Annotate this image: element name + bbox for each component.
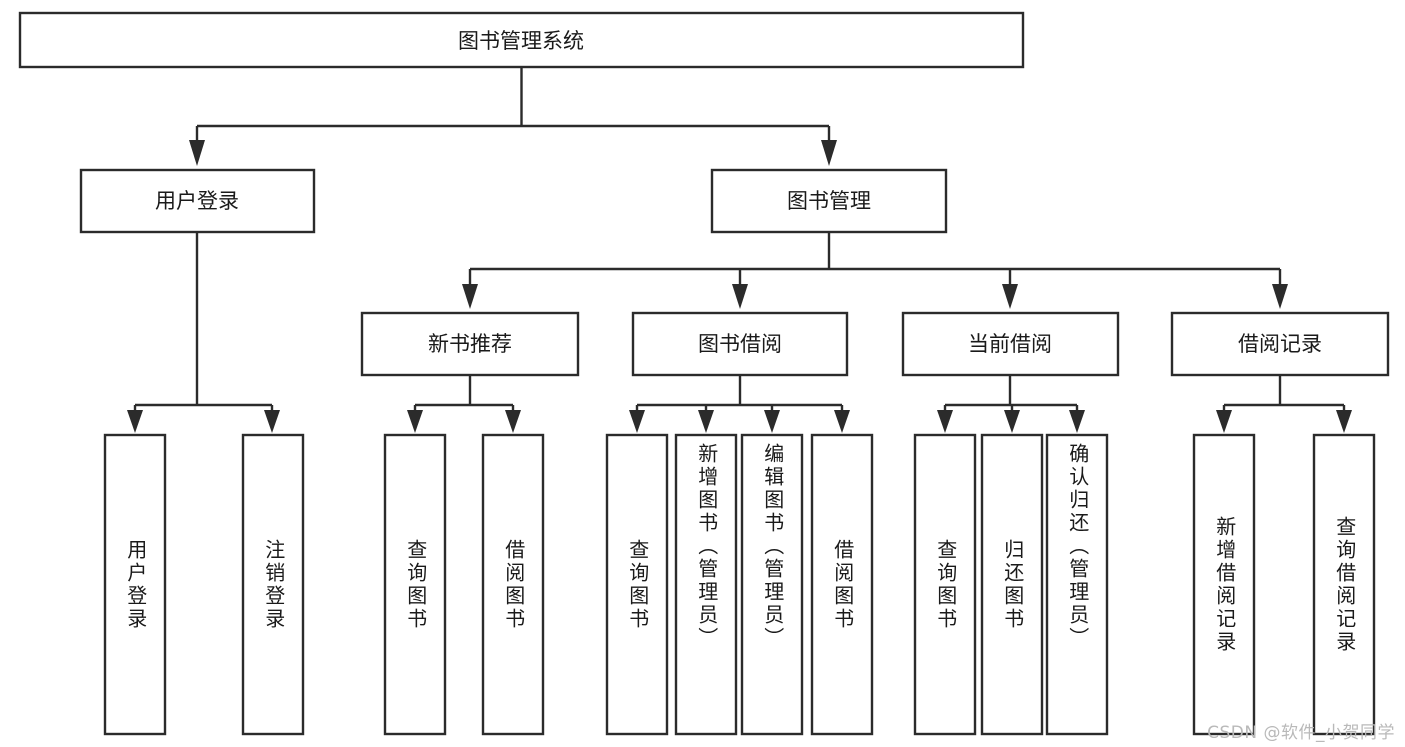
node-book-borrow-box[interactable] xyxy=(631,311,849,377)
node-borrow-record[interactable]: 借阅记录 xyxy=(1170,311,1390,377)
node-current-borrow[interactable]: 当前借阅 xyxy=(901,311,1120,377)
node-leaf-query-record-box[interactable] xyxy=(1312,433,1376,736)
node-borrow-record-label: 借阅记录 xyxy=(1238,332,1322,356)
node-leaf-return-book-box[interactable] xyxy=(980,433,1044,736)
node-root[interactable]: 图书管理系统 xyxy=(18,11,1025,69)
arrow-head-leaf-query-book-2 xyxy=(629,410,645,433)
node-borrow-record-box[interactable] xyxy=(1170,311,1390,377)
connector-group-borrow-record xyxy=(1216,375,1352,433)
node-current-borrow-label: 当前借阅 xyxy=(968,332,1052,356)
arrow-head-book-borrow xyxy=(732,284,748,309)
connector-group-new-book-recommend xyxy=(407,375,521,433)
arrow-head-leaf-edit-book xyxy=(764,410,780,433)
arrow-head-user-login xyxy=(189,140,205,166)
connector-group-current-borrow xyxy=(937,375,1085,433)
arrow-head-leaf-borrow-book-1 xyxy=(505,410,521,433)
node-book-borrow-label: 图书借阅 xyxy=(698,332,782,356)
node-leaf-borrow-book-2-box[interactable] xyxy=(810,433,874,736)
node-leaf-query-book-1-box[interactable] xyxy=(383,433,447,736)
connector-group-book-borrow xyxy=(629,375,850,433)
connector-group-user-login xyxy=(127,232,280,433)
node-book-manage-label: 图书管理 xyxy=(787,189,871,213)
node-leaf-user-logout-box[interactable] xyxy=(241,433,305,736)
node-leaf-edit-book-box[interactable] xyxy=(740,433,804,736)
node-current-borrow-box[interactable] xyxy=(901,311,1120,377)
arrow-head-leaf-user-logout xyxy=(264,410,280,433)
node-leaf-borrow-book-1-box[interactable] xyxy=(481,433,545,736)
node-book-borrow[interactable]: 图书借阅 xyxy=(631,311,849,377)
arrow-head-leaf-add-book xyxy=(698,410,714,433)
arrow-head-borrow-record xyxy=(1272,284,1288,309)
arrow-head-leaf-return-book xyxy=(1004,410,1020,433)
node-leaf-user-login-box[interactable] xyxy=(103,433,167,736)
arrow-head-leaf-confirm-return xyxy=(1069,410,1085,433)
node-leaf-query-book-2-box[interactable] xyxy=(605,433,669,736)
arrow-head-leaf-query-record xyxy=(1336,410,1352,433)
node-user-login[interactable]: 用户登录 xyxy=(79,168,316,234)
node-book-manage-box[interactable] xyxy=(710,168,948,234)
arrow-head-leaf-query-book-3 xyxy=(937,410,953,433)
arrow-head-book-manage xyxy=(821,140,837,166)
node-user-login-label: 用户登录 xyxy=(155,189,239,213)
node-new-book-recommend[interactable]: 新书推荐 xyxy=(360,311,580,377)
arrow-head-leaf-borrow-book-2 xyxy=(834,410,850,433)
connector-group-book-manage xyxy=(462,232,1288,309)
node-new-book-recommend-box[interactable] xyxy=(360,311,580,377)
node-leaf-add-record-box[interactable] xyxy=(1192,433,1256,736)
node-root-box[interactable] xyxy=(18,11,1025,69)
node-book-manage[interactable]: 图书管理 xyxy=(710,168,948,234)
node-root-label: 图书管理系统 xyxy=(458,29,584,53)
arrow-head-leaf-user-login xyxy=(127,410,143,433)
arrow-head-leaf-add-record xyxy=(1216,410,1232,433)
arrow-head-leaf-query-book-1 xyxy=(407,410,423,433)
node-leaf-query-book-3-box[interactable] xyxy=(913,433,977,736)
connector-group-root xyxy=(189,67,837,166)
arrow-head-new-book-recommend xyxy=(462,284,478,309)
node-leaf-add-book-box[interactable] xyxy=(674,433,738,736)
node-user-login-box[interactable] xyxy=(79,168,316,234)
arrow-head-current-borrow xyxy=(1002,284,1018,309)
leaf-boxes xyxy=(103,433,1376,736)
node-new-book-recommend-label: 新书推荐 xyxy=(428,332,512,356)
node-leaf-confirm-return-box[interactable] xyxy=(1045,433,1109,736)
